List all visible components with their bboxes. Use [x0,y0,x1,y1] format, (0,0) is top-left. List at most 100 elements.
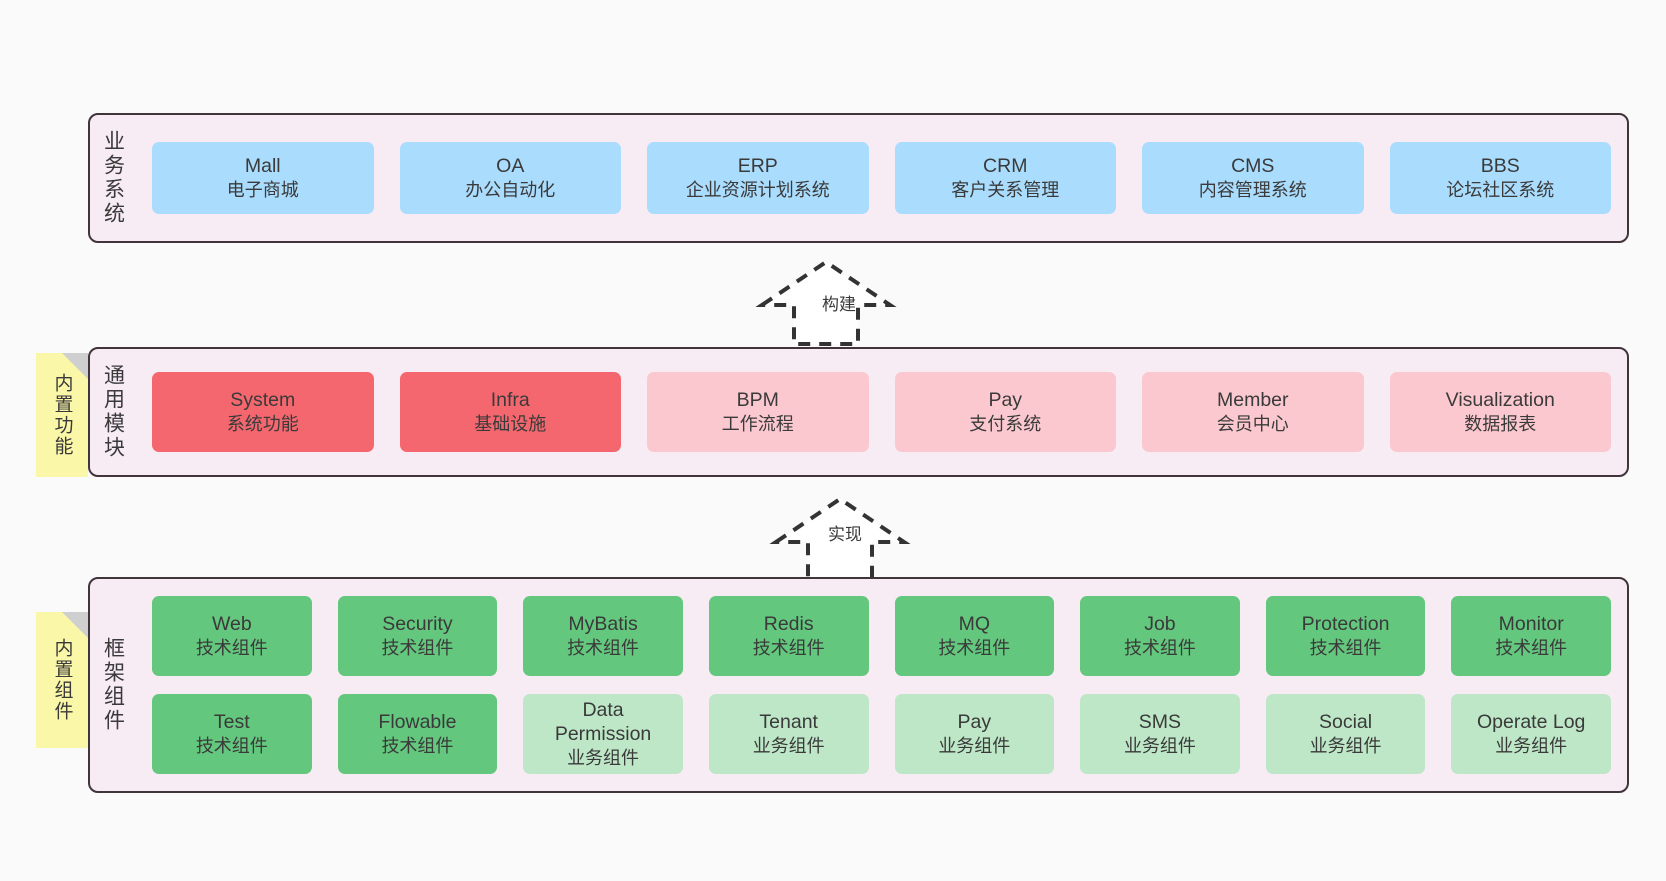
box-row: Test 技术组件 Flowable 技术组件 Data Permission … [152,694,1611,774]
box-title: ERP [737,155,778,177]
box-title: Pay [988,389,1023,411]
box-subtitle: 会员中心 [1216,413,1289,434]
box-web[interactable]: Web 技术组件 [152,596,312,676]
box-subtitle: 业务组件 [567,748,640,769]
box-title: Protection [1301,613,1390,635]
box-subtitle: 业务组件 [752,735,825,756]
box-title: Member [1216,389,1289,411]
layer-business-system[interactable]: 业务系统 Mall 电子商城 OA 办公自动化 ERP 企业资源计划系统 CRM… [88,113,1629,243]
box-subtitle: 支付系统 [969,413,1042,434]
box-subtitle: 技术组件 [1309,637,1382,658]
box-bpm[interactable]: BPM 工作流程 [647,372,869,452]
note-fold-corner-icon [62,612,88,638]
box-title: CRM [983,155,1028,177]
box-redis[interactable]: Redis 技术组件 [708,596,869,676]
box-operate-log[interactable]: Operate Log 业务组件 [1451,694,1611,774]
note-text: 内置功能 [51,373,73,457]
box-title: Redis [763,613,814,635]
box-subtitle: 企业资源计划系统 [685,179,830,200]
box-member[interactable]: Member 会员中心 [1142,372,1364,452]
box-data-permission[interactable]: Data Permission 业务组件 [523,694,683,774]
box-social[interactable]: Social 业务组件 [1265,694,1426,774]
box-subtitle: 办公自动化 [465,179,556,200]
box-subtitle: 技术组件 [938,637,1011,658]
layer-items-business-system: Mall 电子商城 OA 办公自动化 ERP 企业资源计划系统 CRM 客户关系… [136,115,1627,241]
box-subtitle: 技术组件 [381,735,454,756]
box-pay-module[interactable]: Pay 支付系统 [894,372,1116,452]
box-security[interactable]: Security 技术组件 [337,596,498,676]
box-infra[interactable]: Infra 基础设施 [399,372,621,452]
box-title: Flowable [378,711,457,733]
layer-common-module[interactable]: 通用模块 System 系统功能 Infra 基础设施 BPM 工作流程 Pay… [88,347,1629,477]
layer-label-common-module: 通用模块 [101,364,125,460]
box-title: Test [213,711,250,733]
box-bbs[interactable]: BBS 论坛社区系统 [1389,142,1611,214]
box-pay-component[interactable]: Pay 业务组件 [894,694,1055,774]
layer-label-framework-component: 框架组件 [101,637,125,733]
box-subtitle: 工作流程 [721,413,794,434]
box-title: Monitor [1498,613,1564,635]
box-sms[interactable]: SMS 业务组件 [1080,694,1240,774]
box-test[interactable]: Test 技术组件 [152,694,312,774]
box-title: Social [1319,711,1373,733]
box-title: MQ [958,613,991,635]
box-title: Tenant [759,711,818,733]
box-subtitle: 技术组件 [195,637,268,658]
box-crm[interactable]: CRM 客户关系管理 [894,142,1116,214]
box-subtitle: 技术组件 [1495,637,1568,658]
note-builtin-components[interactable]: 内置组件 [36,612,88,748]
box-tenant[interactable]: Tenant 业务组件 [708,694,869,774]
layer-label-business-system: 业务系统 [101,130,125,226]
box-title: Job [1144,613,1176,635]
box-monitor[interactable]: Monitor 技术组件 [1451,596,1611,676]
arrow-implement: 实现 [769,495,942,585]
box-oa[interactable]: OA 办公自动化 [399,142,621,214]
box-protection[interactable]: Protection 技术组件 [1265,596,1426,676]
box-flowable[interactable]: Flowable 技术组件 [337,694,498,774]
hollow-arrow-up-icon [769,496,911,583]
box-row: Mall 电子商城 OA 办公自动化 ERP 企业资源计划系统 CRM 客户关系… [152,142,1611,214]
box-mall[interactable]: Mall 电子商城 [152,142,374,214]
box-subtitle: 基础设施 [474,413,547,434]
box-erp[interactable]: ERP 企业资源计划系统 [647,142,869,214]
layer-items-framework-component: Web 技术组件 Security 技术组件 MyBatis 技术组件 Redi… [136,579,1627,791]
box-title: Data [582,698,624,721]
arrow-label-build: 构建 [822,295,856,314]
hollow-arrow-up-icon [755,259,897,346]
box-subtitle: 客户关系管理 [951,179,1060,200]
box-title: SMS [1138,711,1182,733]
box-row: System 系统功能 Infra 基础设施 BPM 工作流程 Pay 支付系统… [152,372,1611,452]
box-subtitle: 技术组件 [381,637,454,658]
note-builtin-features[interactable]: 内置功能 [36,353,88,477]
box-row: Web 技术组件 Security 技术组件 MyBatis 技术组件 Redi… [152,596,1611,676]
box-title: Web [211,613,252,635]
box-subtitle: 业务组件 [1495,735,1568,756]
box-title-line2: Permission [554,723,652,746]
box-subtitle: 业务组件 [1123,735,1196,756]
box-visualization[interactable]: Visualization 数据报表 [1389,372,1611,452]
box-title: BBS [1480,155,1520,177]
box-job[interactable]: Job 技术组件 [1080,596,1240,676]
box-mybatis[interactable]: MyBatis 技术组件 [523,596,683,676]
box-title: Mall [244,155,281,177]
arrow-label-implement: 实现 [828,525,862,544]
box-title: Operate Log [1476,711,1586,733]
box-system[interactable]: System 系统功能 [152,372,374,452]
box-mq[interactable]: MQ 技术组件 [894,596,1055,676]
box-cms[interactable]: CMS 内容管理系统 [1142,142,1364,214]
box-subtitle: 数据报表 [1464,413,1537,434]
layer-items-common-module: System 系统功能 Infra 基础设施 BPM 工作流程 Pay 支付系统… [136,349,1627,475]
box-title: MyBatis [568,613,638,635]
box-subtitle: 电子商城 [226,179,299,200]
box-title: Infra [490,389,530,411]
box-subtitle: 技术组件 [567,637,640,658]
box-subtitle: 系统功能 [226,413,299,434]
box-title: Pay [957,711,992,733]
box-subtitle: 论坛社区系统 [1446,179,1555,200]
box-title: System [230,389,296,411]
layer-framework-component[interactable]: 框架组件 Web 技术组件 Security 技术组件 MyBatis 技术组件… [88,577,1629,793]
box-subtitle: 技术组件 [752,637,825,658]
box-title: BPM [736,389,779,411]
note-text: 内置组件 [51,638,73,722]
